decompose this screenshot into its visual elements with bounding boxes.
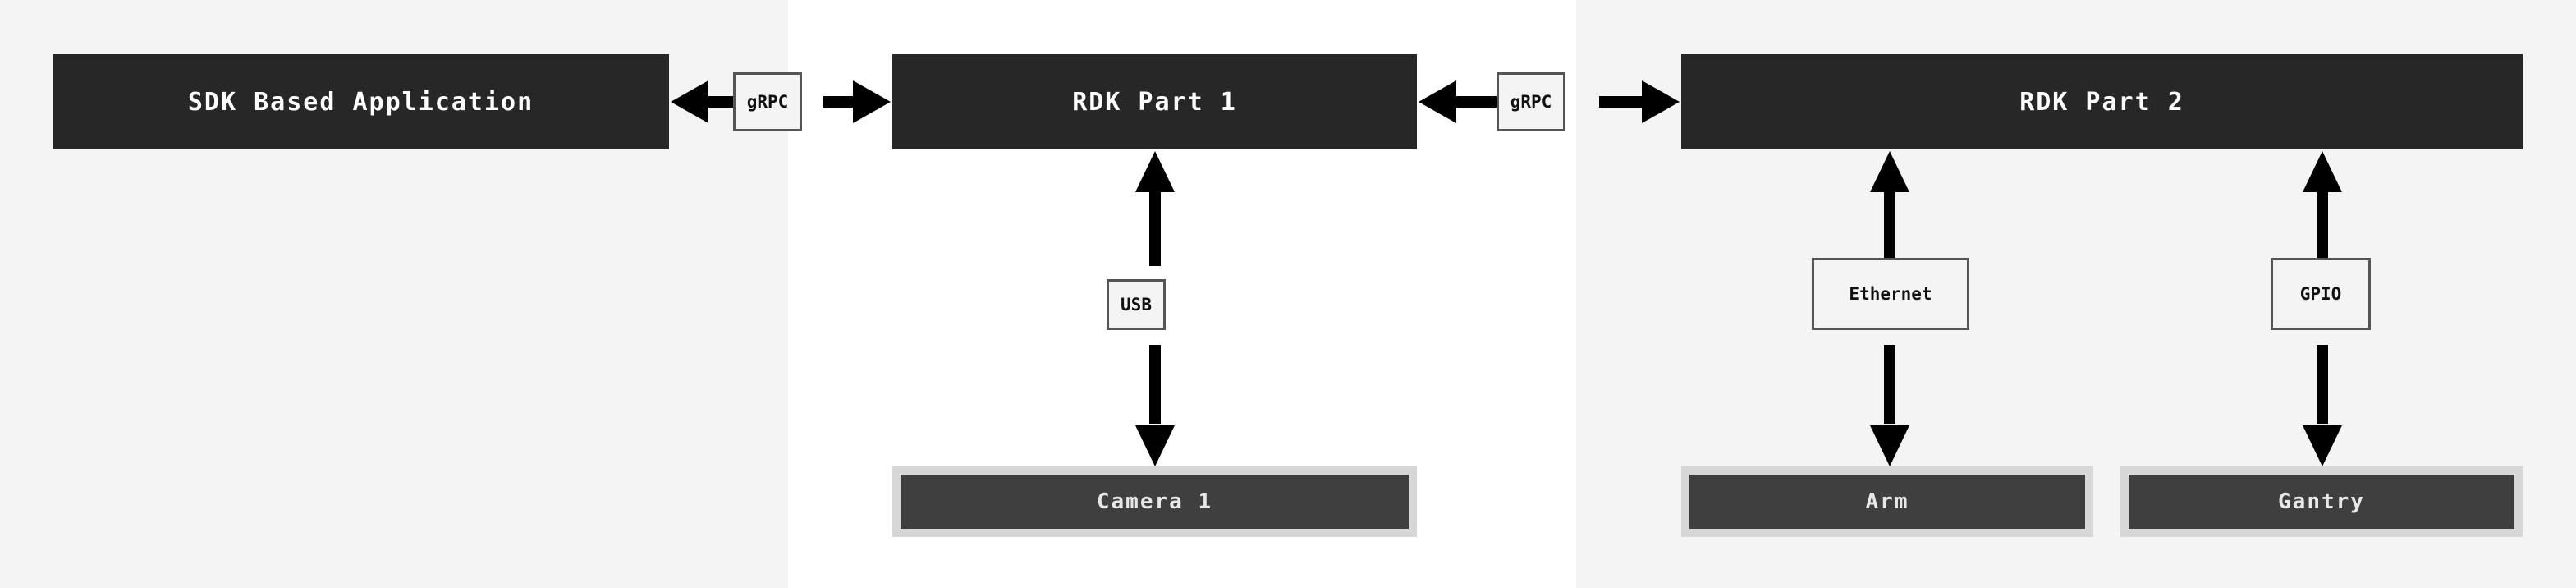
edge-label-usb[interactable]: USB (1107, 279, 1166, 330)
connector-rdk-part-1-to-rdk-part-2 (1417, 79, 1681, 125)
edge-label-gpio-text: GPIO (2299, 284, 2342, 304)
process-box-rdk-part-2[interactable]: RDK Part 2 (1681, 54, 2523, 149)
connector-rdk-part-1-to-camera-1 (1132, 149, 1178, 468)
edge-label-ethernet-text: Ethernet (1849, 284, 1932, 304)
device-box-arm[interactable]: Arm (1681, 466, 2093, 537)
process-label-rdk-part-1: RDK Part 1 (1072, 87, 1237, 117)
device-box-gantry[interactable]: Gantry (2120, 466, 2523, 537)
device-label-arm: Arm (1865, 489, 1909, 514)
edge-label-ethernet[interactable]: Ethernet (1812, 258, 1969, 330)
edge-label-grpc-right[interactable]: gRPC (1497, 72, 1565, 131)
edge-label-gpio[interactable]: GPIO (2271, 258, 2371, 330)
device-label-gantry: Gantry (2278, 489, 2365, 514)
connector-sdk-app-to-rdk-part-1 (669, 79, 892, 125)
edge-label-grpc-left[interactable]: gRPC (733, 72, 802, 131)
connector-rdk-part-2-to-gantry (2299, 149, 2345, 468)
connector-rdk-part-2-to-arm (1867, 149, 1913, 468)
edge-label-usb-text: USB (1121, 295, 1152, 315)
process-box-sdk-app[interactable]: SDK Based Application (53, 54, 669, 149)
process-label-rdk-part-2: RDK Part 2 (2019, 87, 2184, 117)
process-label-sdk-app: SDK Based Application (187, 87, 534, 117)
process-box-rdk-part-1[interactable]: RDK Part 1 (892, 54, 1417, 149)
device-label-camera-1: Camera 1 (1096, 489, 1213, 514)
edge-label-grpc-left-text: gRPC (746, 92, 789, 112)
edge-label-grpc-right-text: gRPC (1510, 92, 1552, 112)
device-box-camera-1[interactable]: Camera 1 (892, 466, 1417, 537)
